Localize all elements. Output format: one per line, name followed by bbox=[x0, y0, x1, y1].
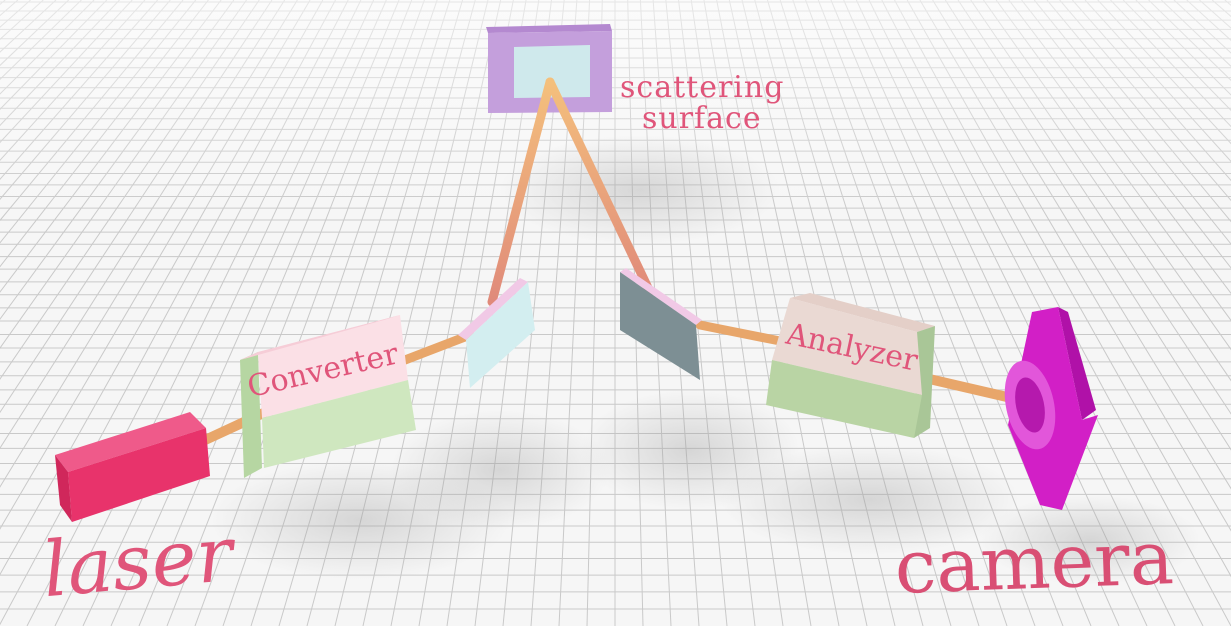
converter-upper-face bbox=[258, 315, 408, 418]
analyzer-shadow bbox=[720, 445, 1020, 555]
laser-end bbox=[55, 455, 72, 522]
analyzer-lower-face bbox=[766, 360, 922, 438]
floor-shadows bbox=[210, 135, 1200, 585]
scattering-surface-top bbox=[486, 24, 612, 33]
scattering-shadow bbox=[500, 135, 780, 245]
scattering-surface-center bbox=[514, 45, 590, 98]
beam-analyzer-to-camera bbox=[920, 373, 1025, 405]
laser-side bbox=[68, 428, 210, 522]
analyzer: Analyzer bbox=[766, 293, 935, 438]
right-mirror-edge bbox=[620, 268, 702, 325]
converter-lower-face bbox=[262, 380, 416, 468]
converter-top bbox=[240, 315, 400, 360]
camera-label: camera bbox=[893, 515, 1175, 611]
beam-converter-to-mirror bbox=[400, 330, 475, 365]
camera-shadow bbox=[980, 495, 1200, 585]
converter-side bbox=[240, 352, 262, 478]
left-mirror-edge bbox=[458, 278, 528, 340]
analyzer-upper-face bbox=[772, 298, 922, 395]
scattering-surface-label-line1: scattering bbox=[620, 70, 784, 105]
camera-side bbox=[1058, 307, 1096, 420]
converter-shadow bbox=[210, 460, 510, 580]
camera-lens-inner bbox=[1015, 377, 1045, 433]
left-mirror-face bbox=[466, 282, 535, 388]
beam-mirror-to-analyzer bbox=[695, 320, 790, 347]
scattering-surface-label-line2: surface bbox=[642, 101, 762, 136]
scattering-surface bbox=[486, 24, 612, 113]
laser-device bbox=[55, 412, 210, 522]
camera-device bbox=[1004, 307, 1098, 510]
right-mirror bbox=[620, 268, 702, 380]
right-mirror-face bbox=[620, 272, 700, 380]
analyzer-top bbox=[790, 293, 935, 332]
beam-surface-to-mirror bbox=[545, 77, 655, 297]
left-mirror bbox=[458, 278, 535, 388]
analyzer-side bbox=[914, 326, 935, 438]
beam-mirror-to-surface bbox=[487, 77, 555, 307]
laser-label: laser bbox=[39, 509, 241, 615]
laser-top bbox=[55, 412, 206, 472]
